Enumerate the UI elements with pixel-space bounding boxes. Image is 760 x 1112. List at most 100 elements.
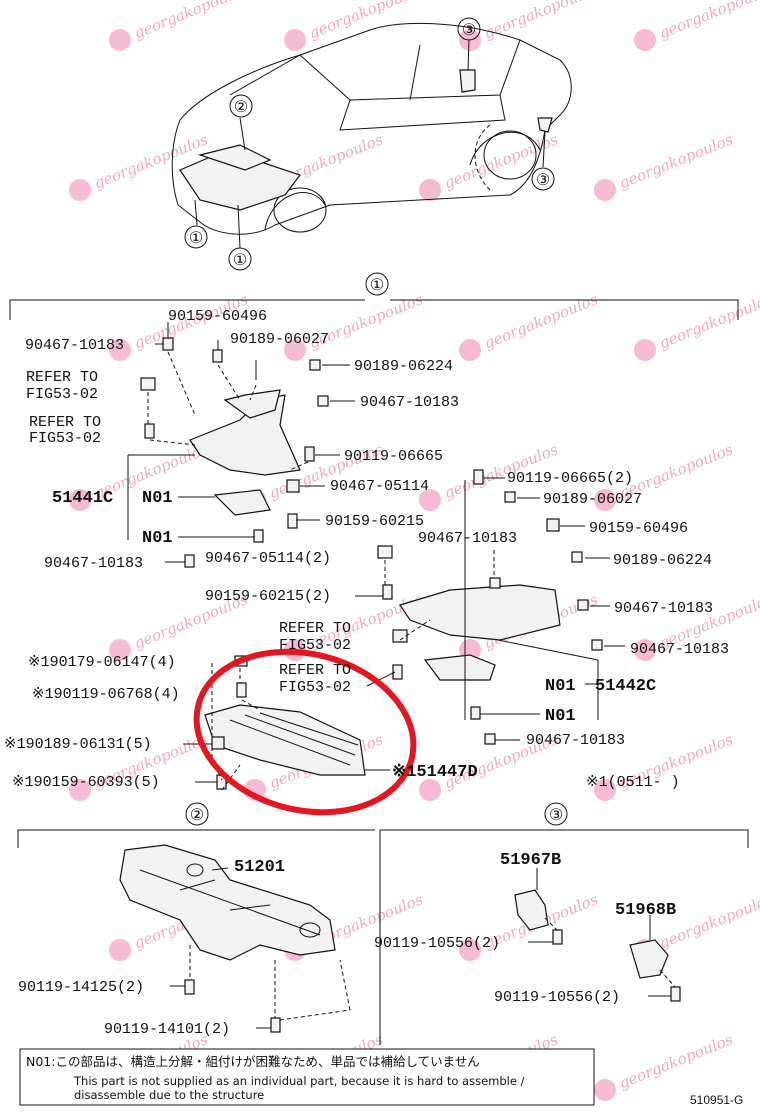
label-90119-06665-2: 90119-06665(2)	[507, 470, 633, 487]
section-1-marker: ①	[370, 277, 384, 294]
car-callout-3a: ③	[462, 22, 476, 39]
section-2-parts	[119, 844, 351, 1033]
label-90119-06665: 90119-06665	[344, 448, 443, 465]
note-english-1: This part is not supplied as an individu…	[73, 1074, 525, 1088]
label-90467-10183-d: 90467-10183	[44, 555, 143, 572]
watermark-text: georgakopoulos	[656, 0, 760, 42]
section-3-parts	[514, 868, 681, 1002]
watermark-logo-icon	[109, 339, 131, 361]
watermark-text: georgakopoulos	[131, 0, 250, 42]
section-2-marker: ②	[190, 807, 204, 824]
label-90119-06768: ※190119-06768(4)	[32, 686, 180, 703]
label-refer-c1: REFER TO	[279, 620, 351, 637]
watermark-tile: georgakopoulos	[594, 130, 736, 201]
label-90467-10183-a: 90467-10183	[25, 337, 124, 354]
note-japanese: N01:この部品は、構造上分解・組付けが困難なため、単品では補給していません	[26, 1054, 480, 1069]
label-90179-06147: ※190179-06147(4)	[28, 654, 176, 671]
watermark-text: georgakopoulos	[306, 0, 425, 42]
watermark-logo-icon	[459, 339, 481, 361]
watermark-tile: georgakopoulos	[634, 0, 760, 51]
label-90189-06027-b: 90189-06027	[543, 491, 642, 508]
note-english-2: disassemble due to the structure	[74, 1088, 264, 1102]
watermark-text: georgakopoulos	[656, 890, 760, 952]
bracket-51968b	[629, 939, 669, 979]
label-90189-06131: ※190189-06131(5)	[4, 736, 152, 753]
watermark-logo-icon	[594, 779, 616, 801]
label-refer-d2: FIG53-02	[279, 679, 351, 696]
crossmember-51201	[119, 844, 336, 961]
label-n01-c: N01	[545, 677, 576, 696]
watermark-logo-icon	[594, 179, 616, 201]
watermark-logo-icon	[69, 179, 91, 201]
watermark-tile: georgakopoulos	[109, 0, 251, 51]
label-n01-d: N01	[545, 707, 576, 726]
watermark-text: georgakopoulos	[656, 290, 760, 352]
watermark-logo-icon	[634, 639, 656, 661]
watermark-logo-icon	[419, 779, 441, 801]
watermark-logo-icon	[109, 29, 131, 51]
label-refer-b1: REFER TO	[29, 414, 101, 431]
label-refer-c2: FIG53-02	[279, 637, 351, 654]
label-51442c: 51442C	[595, 677, 656, 696]
label-90159-60215-2: 90159-60215(2)	[205, 588, 331, 605]
watermark-logo-icon	[634, 29, 656, 51]
watermark-logo-icon	[109, 639, 131, 661]
label-90467-10183-g: 90467-10183	[526, 732, 625, 749]
watermark-logo-icon	[459, 939, 481, 961]
label-51968b: 51968B	[615, 901, 676, 920]
figure-code: 510951-G	[690, 1093, 743, 1107]
car-callout-2: ②	[234, 99, 248, 116]
watermark-text: georgakopoulos	[616, 130, 735, 192]
watermark-logo-icon	[594, 1079, 616, 1101]
watermark-logo-icon	[109, 939, 131, 961]
label-90467-05114: 90467-05114	[330, 478, 429, 495]
section-3-marker: ③	[549, 807, 563, 824]
label-refer-a1: REFER TO	[26, 369, 98, 386]
car-callout-1b: ①	[233, 252, 247, 269]
watermark-logo-icon	[419, 179, 441, 201]
label-51967b: 51967B	[500, 851, 561, 870]
watermark-logo-icon	[634, 339, 656, 361]
part-labels: 90159-60496 90467-10183 90189-06027 9018…	[4, 308, 729, 1038]
label-90159-60215: 90159-60215	[325, 513, 424, 530]
note-box: N01:この部品は、構造上分解・組付けが困難なため、単品では補給していません T…	[19, 1048, 595, 1106]
label-90119-10556-b: 90119-10556(2)	[494, 989, 620, 1006]
label-51447d: ※151447D	[392, 763, 478, 782]
label-90467-10183-e: 90467-10183	[614, 600, 713, 617]
car-overview: ① ① ② ③ ③	[171, 17, 572, 271]
section-1-parts	[127, 322, 625, 816]
label-90119-14101: 90119-14101(2)	[104, 1021, 230, 1038]
watermark-logo-icon	[284, 339, 306, 361]
watermark-logo-icon	[69, 779, 91, 801]
label-90119-14125: 90119-14125(2)	[18, 979, 144, 996]
label-refer-a2: FIG53-02	[26, 386, 98, 403]
watermark-logo-icon	[69, 489, 91, 511]
fastener-icons	[140, 337, 603, 790]
watermark-logo-icon	[594, 489, 616, 511]
label-90159-60393: ※190159-60393(5)	[12, 774, 160, 791]
label-n01-b: N01	[142, 529, 173, 548]
label-90467-10183-f: 90467-10183	[630, 641, 729, 658]
watermark-text: georgakopoulos	[481, 290, 600, 352]
label-51201: 51201	[234, 858, 285, 877]
label-90467-05114-2: 90467-05114(2)	[205, 550, 331, 567]
label-refer-b2: FIG53-02	[29, 430, 101, 447]
watermark-text: georgakopoulos	[616, 1030, 735, 1092]
watermark-text: georgakopoulos	[481, 0, 600, 42]
watermark-logo-icon	[284, 29, 306, 51]
section-frames: ① ② ③	[9, 272, 749, 1045]
label-refer-d1: REFER TO	[279, 662, 351, 679]
label-90119-10556-a: 90119-10556(2)	[374, 935, 500, 952]
label-90189-06224-b: 90189-06224	[613, 552, 712, 569]
label-90189-06027-a: 90189-06027	[230, 331, 329, 348]
label-90159-60496-a: 90159-60496	[168, 308, 267, 325]
watermark-logo-icon	[419, 489, 441, 511]
watermark-tile: georgakopoulos	[459, 0, 601, 51]
label-series-note: ※1(0511- )	[586, 774, 680, 791]
bracket-51967b	[514, 889, 549, 931]
car-callout-1a: ①	[189, 230, 203, 247]
label-51441c: 51441C	[52, 489, 113, 508]
label-n01-a: N01	[142, 489, 173, 508]
label-90467-10183-b: 90467-10183	[360, 394, 459, 411]
